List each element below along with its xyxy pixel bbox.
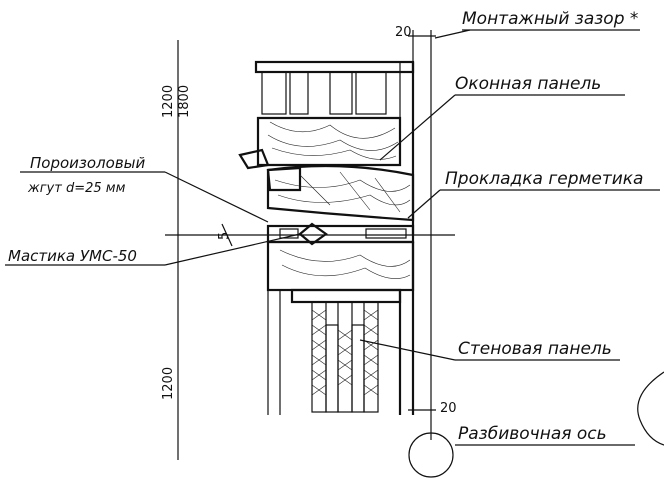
dim-gap-top: 20 xyxy=(395,25,412,40)
leader-lines xyxy=(5,29,660,446)
section-mark-arc xyxy=(637,371,664,446)
label-mastic: Мастика УМС-50 xyxy=(8,247,137,265)
dim-height-lower: 1200 xyxy=(161,367,176,400)
dim-seam: 5 xyxy=(217,232,232,240)
label-sealant-gasket: Прокладка герметика xyxy=(445,169,643,189)
axis-marker-circle xyxy=(408,432,454,478)
label-window-panel: Оконная панель xyxy=(455,74,601,94)
window-wood-grain xyxy=(267,121,411,213)
label-porous-cord-line2: жгут d=25 мм xyxy=(27,181,126,196)
label-mounting-gap: Монтажный зазор * xyxy=(462,9,638,29)
dim-height-upper-b: 1800 xyxy=(177,85,192,118)
dim-gap-bottom: 20 xyxy=(440,401,457,416)
label-porous-cord-line1: Пороизоловый xyxy=(30,154,146,172)
dim-height-upper-a: 1200 xyxy=(161,85,176,118)
insulation-hatching xyxy=(279,249,411,396)
window-frame xyxy=(238,60,415,235)
label-setting-out-axis: Разбивочная ось xyxy=(458,424,607,444)
wall-panel-section xyxy=(266,240,415,415)
label-wall-panel: Стеновая панель xyxy=(458,339,612,359)
dimension-ticks xyxy=(221,35,436,411)
